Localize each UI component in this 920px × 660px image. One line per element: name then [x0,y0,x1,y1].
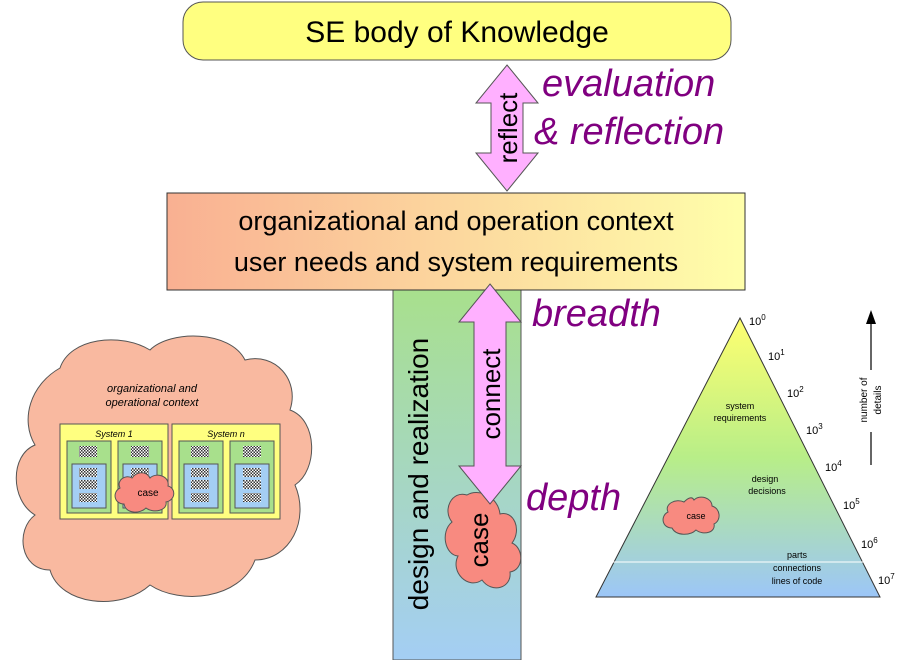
exponent-4: 104 [825,459,842,474]
reflect-label: reflect [493,92,523,164]
design-realization-label: design and realization [403,338,434,610]
title-box [182,1,732,61]
exponent-7: 107 [878,572,895,587]
pyramid-level-design: design [752,474,779,484]
context-line-1: organizational and operation context [238,206,674,236]
cloud-context-line-1: organizational and [107,383,198,395]
column-case-cloud [444,491,522,589]
details-pyramid [595,316,881,598]
system-n-modules [183,446,270,509]
details-axis-arrowhead [866,310,876,324]
cloud-case-label: case [137,488,159,499]
details-axis-label-2: details [873,386,884,415]
exponent-3: 103 [806,422,823,437]
reflect-arrow [474,64,540,192]
connect-label: connect [476,348,506,440]
exponent-labels: 100 101 102 103 104 105 106 107 [749,313,895,587]
connect-arrow [457,283,523,505]
title-text: SE body of Knowledge [305,16,609,49]
exponent-2: 102 [787,385,804,400]
exponent-6: 106 [861,536,878,551]
pyramid-level-decisions: decisions [748,486,786,496]
cloud-context-line-2: operational context [106,397,200,409]
exponent-5: 105 [843,497,860,512]
pyramid-case-bubble [662,496,720,535]
depth-label: depth [526,477,621,519]
pyramid-level-lines-of-code: lines of code [772,576,823,586]
pyramid-level-connections: connections [773,563,822,573]
exponent-0: 100 [749,313,766,328]
system-n-label: System n [207,429,245,439]
column-case-label: case [464,513,494,568]
pyramid-level-system: system [726,401,755,411]
reflection-label: & reflection [534,111,724,153]
cloud-case-bubble [114,472,175,513]
pyramid-case-label: case [686,511,705,521]
context-line-2: user needs and system requirements [234,247,678,277]
context-box [166,192,746,291]
pyramid-level-parts: parts [787,550,808,560]
exponent-1: 101 [768,348,785,363]
evaluation-label: evaluation [542,63,715,105]
pyramid-level-requirements: requirements [714,413,767,423]
breadth-label: breadth [532,293,661,335]
details-axis-label-1: number of [859,377,870,422]
system-1-label: System 1 [95,429,133,439]
